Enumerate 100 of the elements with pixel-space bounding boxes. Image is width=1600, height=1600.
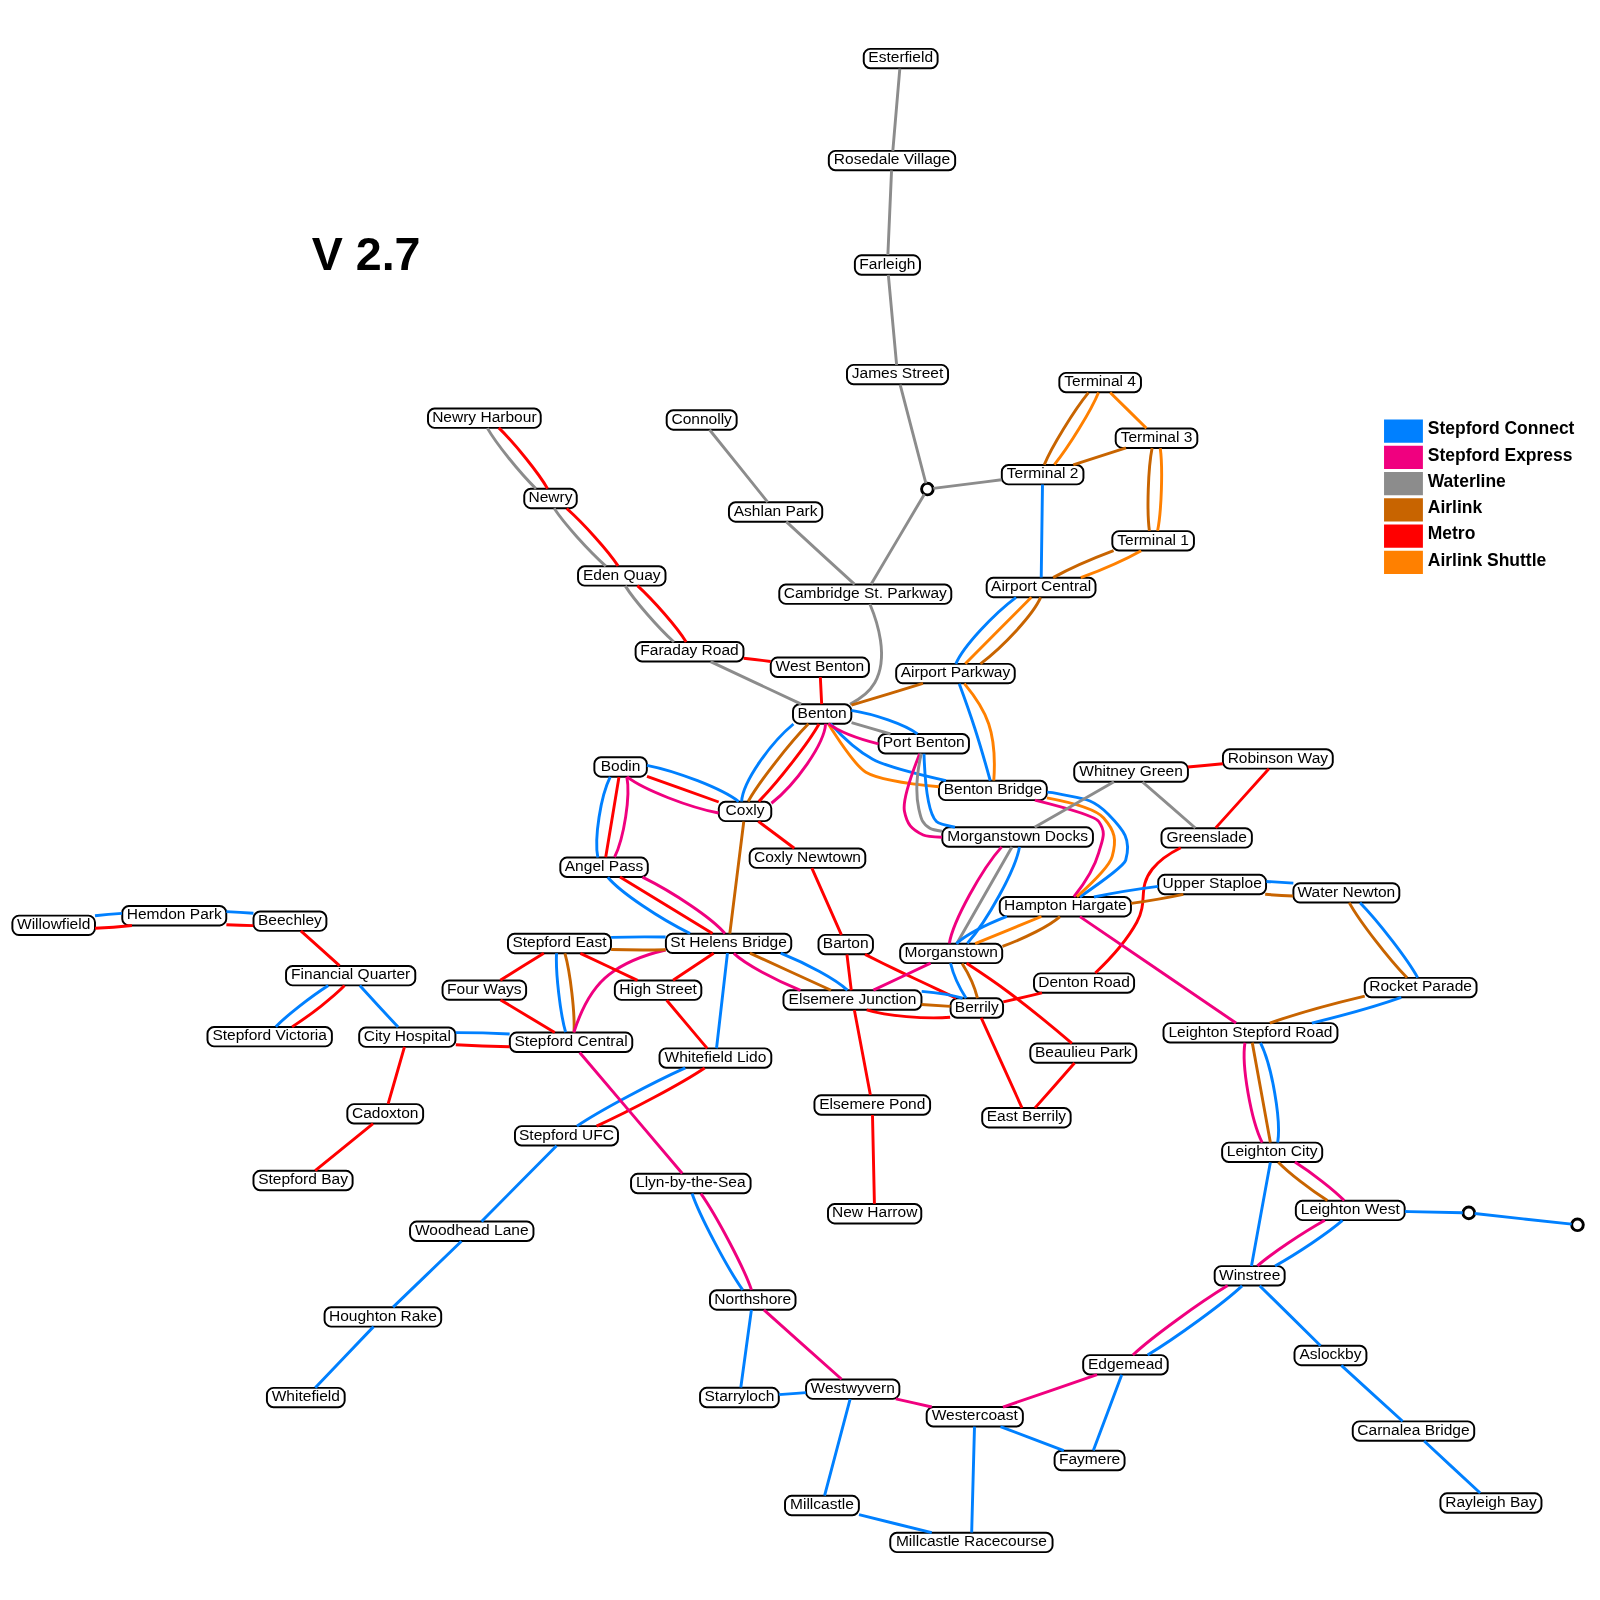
connector xyxy=(1079,914,1237,1024)
connector xyxy=(933,477,1002,490)
connector xyxy=(732,951,802,992)
node-box: James Street xyxy=(846,363,949,385)
connector xyxy=(274,983,330,1028)
connector xyxy=(852,1009,872,1095)
connector xyxy=(1250,1161,1272,1266)
node-box: Leighton West xyxy=(1294,1199,1406,1221)
connector xyxy=(613,776,630,858)
node-box: Westwyvern xyxy=(805,1378,901,1400)
connector xyxy=(1347,901,1409,979)
node-box: Benton xyxy=(792,702,853,725)
connector xyxy=(646,763,740,803)
node-box: Water Newton xyxy=(1292,881,1401,904)
connector xyxy=(1256,1218,1326,1267)
connector xyxy=(957,682,992,781)
connector xyxy=(1130,892,1184,905)
connector xyxy=(979,596,1042,665)
node-box: Financial Quarter xyxy=(285,964,417,986)
connector xyxy=(455,1030,510,1035)
connector xyxy=(94,923,133,930)
legend-label: Airlink xyxy=(1427,496,1483,517)
connector xyxy=(636,584,688,643)
connector xyxy=(565,506,620,567)
connector xyxy=(810,866,843,935)
node-box: Morganstown xyxy=(899,942,1004,964)
connector xyxy=(1294,1160,1346,1202)
connector xyxy=(314,1122,374,1172)
connector xyxy=(954,595,1017,664)
node-box: Whitefield Lido xyxy=(658,1046,773,1069)
connector xyxy=(499,951,545,981)
connector xyxy=(1474,1211,1572,1226)
connector xyxy=(455,1042,510,1048)
connector xyxy=(1094,845,1182,974)
node-box: Terminal 1 xyxy=(1111,529,1195,552)
connector xyxy=(1080,548,1142,579)
connector xyxy=(563,952,576,1032)
connector xyxy=(757,722,821,803)
connector xyxy=(624,584,675,643)
connector xyxy=(743,656,771,663)
node-box: Rayleigh Bay xyxy=(1439,1491,1543,1514)
node-box: Elsemere Pond xyxy=(813,1093,932,1116)
node-box: Faraday Road xyxy=(634,640,745,662)
connector xyxy=(858,1512,933,1534)
connector xyxy=(886,169,893,255)
node-box: Robinson Way xyxy=(1222,747,1334,770)
connector xyxy=(823,1398,852,1496)
connector xyxy=(1002,1372,1098,1408)
node-box: Millcastle xyxy=(784,1494,860,1516)
node-box: Farleigh xyxy=(853,253,921,276)
connector xyxy=(921,1002,951,1008)
connector xyxy=(1258,1284,1322,1347)
connector xyxy=(829,722,947,782)
connector xyxy=(845,953,853,990)
connector xyxy=(871,1114,876,1204)
connector xyxy=(979,1016,1024,1108)
connector xyxy=(1141,780,1197,829)
connector xyxy=(392,1239,463,1308)
node-box: Terminal 2 xyxy=(1000,463,1085,485)
connector xyxy=(866,1007,951,1019)
connector xyxy=(1003,990,1043,1003)
node-box: Aslockby xyxy=(1293,1344,1368,1366)
connector xyxy=(1274,1218,1344,1267)
connector xyxy=(778,1390,807,1396)
node-box: Greenslade xyxy=(1160,826,1253,849)
connector xyxy=(291,984,346,1028)
legend-label: Stepford Connect xyxy=(1427,417,1575,438)
connector xyxy=(1423,1439,1482,1494)
connector xyxy=(94,911,123,917)
connector xyxy=(1242,1042,1264,1143)
connector xyxy=(770,723,828,804)
connector xyxy=(999,1424,1065,1452)
connector xyxy=(886,274,899,365)
connector xyxy=(699,1192,753,1290)
connector xyxy=(921,989,963,1000)
connector xyxy=(966,846,1021,944)
node-box: Beaulieu Park xyxy=(1029,1041,1138,1064)
connector xyxy=(1046,795,1116,898)
node-box: Berrily xyxy=(949,996,1005,1019)
connector xyxy=(1146,447,1154,531)
connector xyxy=(757,819,796,849)
connector xyxy=(785,520,856,585)
node-box: Westercoast xyxy=(925,1405,1024,1427)
connector xyxy=(827,722,939,788)
node-box: Whitefield xyxy=(265,1386,346,1408)
connector xyxy=(740,722,795,802)
connector xyxy=(576,1066,686,1127)
connector xyxy=(1072,446,1127,466)
connector xyxy=(1311,995,1402,1024)
node-box: Cadoxton xyxy=(346,1102,425,1124)
connector xyxy=(1033,780,1115,829)
connector xyxy=(611,947,666,951)
connector xyxy=(849,602,883,705)
node-box: Edgemead xyxy=(1082,1353,1169,1376)
connector xyxy=(595,775,612,858)
connector xyxy=(1034,798,1105,898)
node-box: Four Ways xyxy=(441,978,528,1001)
node-box: Stepford Bay xyxy=(252,1169,354,1191)
connector xyxy=(955,845,1014,944)
connector xyxy=(1269,994,1366,1024)
